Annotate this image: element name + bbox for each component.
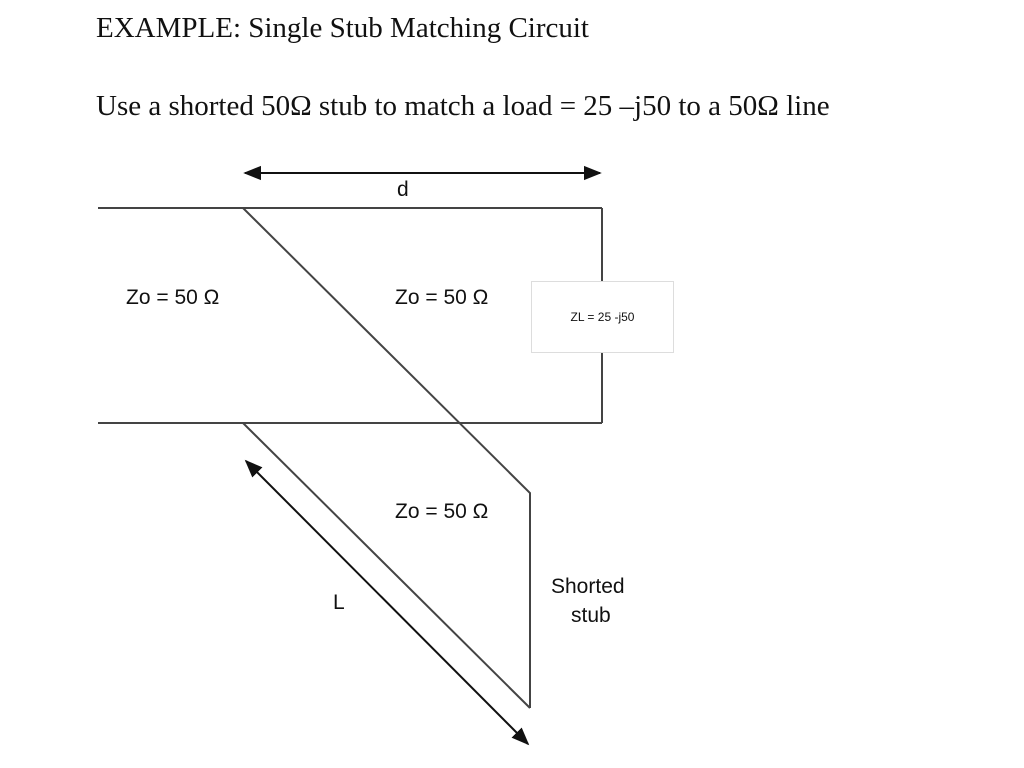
distance-label: d <box>397 178 409 201</box>
length-label: L <box>333 591 345 614</box>
stub-outer-conductor <box>242 207 531 708</box>
problem-statement: Use a shorted 50Ω stub to match a load =… <box>96 90 830 122</box>
load-impedance-label: ZL = 25 -j50 <box>570 310 635 324</box>
stub-impedance-label: Zo = 50 Ω <box>395 500 489 523</box>
stub-inner-conductor <box>242 422 531 709</box>
load-impedance-box: ZL = 25 -j50 <box>531 281 674 353</box>
stub-caption-line1: Shorted <box>551 575 625 598</box>
length-l-arrow <box>244 459 530 746</box>
stub-caption-line2: stub <box>571 604 611 627</box>
page-title: EXAMPLE: Single Stub Matching Circuit <box>96 12 589 44</box>
line-left-impedance-label: Zo = 50 Ω <box>126 286 220 309</box>
line-right-impedance-label: Zo = 50 Ω <box>395 286 489 309</box>
